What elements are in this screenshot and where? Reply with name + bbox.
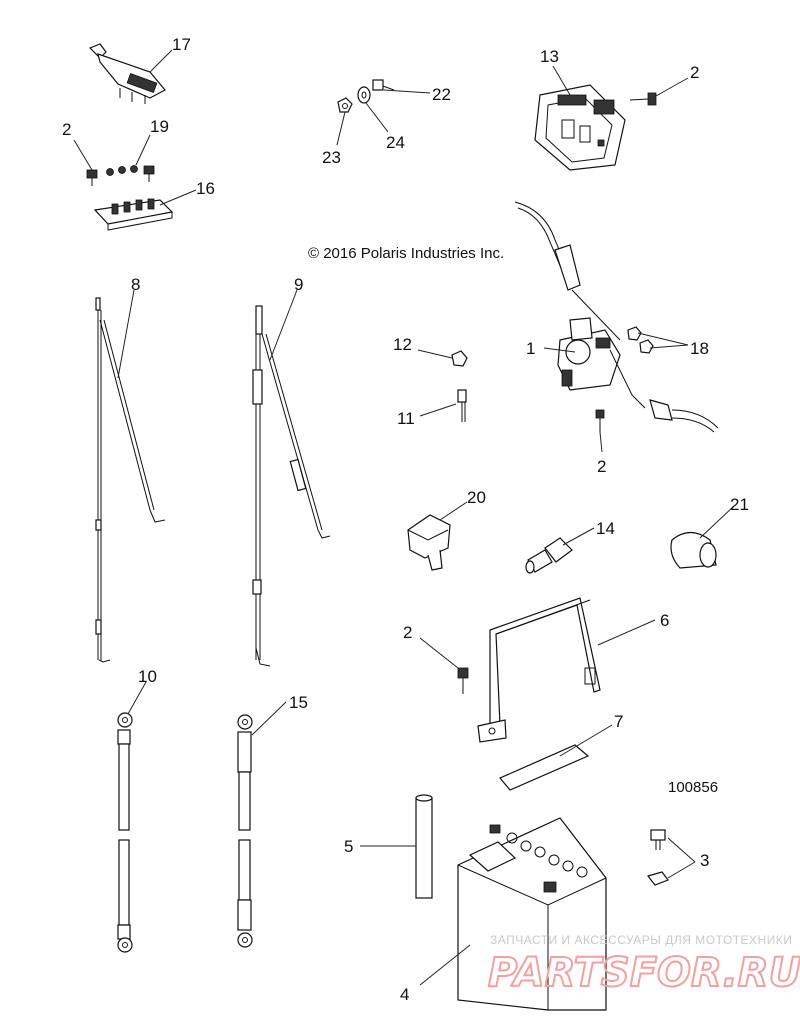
watermark-brand: PARTSFOR.RU [488,950,800,996]
callout-13: 13 [540,47,559,66]
callout-1: 1 [526,339,535,358]
callout-18: 18 [690,339,709,358]
callout-8: 8 [131,275,140,294]
callout-2-solenoid: 2 [597,457,606,476]
part-21-boot [670,531,717,569]
part-19-balls [106,165,155,182]
part-9-cable [252,305,331,667]
watermark: ЗАПЧАСТИ И АКСЕССУАРЫ ДЛЯ МОТОТЕХНИКИ PA… [487,933,800,997]
part-2-screw-relay [629,92,657,106]
part-3-terminal-hardware [646,829,669,886]
callout-16: 16 [196,179,215,198]
callout-19: 19 [150,117,169,136]
callout-7: 7 [614,712,623,731]
part-13-relay-box [534,84,626,171]
part-4-battery [457,817,607,1011]
part-18-nuts [627,326,654,354]
part-20-boot [407,514,451,571]
part-6-bracket [477,597,601,743]
callout-4: 4 [400,985,409,1004]
callout-22: 22 [432,85,451,104]
part-17-tag [88,43,166,104]
copyright-notice: © 2016 Polaris Industries Inc. [308,245,504,262]
callout-11: 11 [397,409,415,428]
part-16-terminal-block [93,198,174,231]
part-2-screw-bracket [457,667,469,694]
callout-2-bracket: 2 [403,623,412,642]
callout-3: 3 [700,851,709,870]
callout-21: 21 [730,495,749,514]
callout-5: 5 [344,837,353,856]
part-23-nut [337,97,353,113]
part-14-boot [525,537,573,574]
callout-24: 24 [386,133,405,152]
part-1-solenoid [514,201,719,433]
part-7-pad [499,744,590,791]
part-10-cable [117,712,133,953]
callout-12: 12 [393,335,412,354]
part-2-screw-left [86,169,98,186]
callout-17: 17 [172,35,191,54]
part-2-screw-solenoid [595,409,605,432]
callout-20: 20 [467,488,486,507]
part-5-vent-tube [415,794,433,899]
callout-10: 10 [138,667,157,686]
callout-23: 23 [322,148,341,167]
watermark-tagline: ЗАПЧАСТИ И АКСЕССУАРЫ ДЛЯ МОТОТЕХНИКИ [490,933,792,947]
reference-number: 100856 [668,779,718,796]
part-15-cable [237,714,253,948]
callout-9: 9 [294,275,303,294]
part-8-cable [95,297,166,663]
part-11-bolt [457,389,467,422]
callout-6: 6 [660,611,669,630]
callout-14: 14 [596,519,615,538]
part-12-nut [451,350,468,367]
callout-15: 15 [289,693,308,712]
callout-2-relay: 2 [690,63,699,82]
part-22-bolt [372,79,395,91]
part-24-washer [357,86,371,104]
callout-2-left: 2 [62,120,71,139]
